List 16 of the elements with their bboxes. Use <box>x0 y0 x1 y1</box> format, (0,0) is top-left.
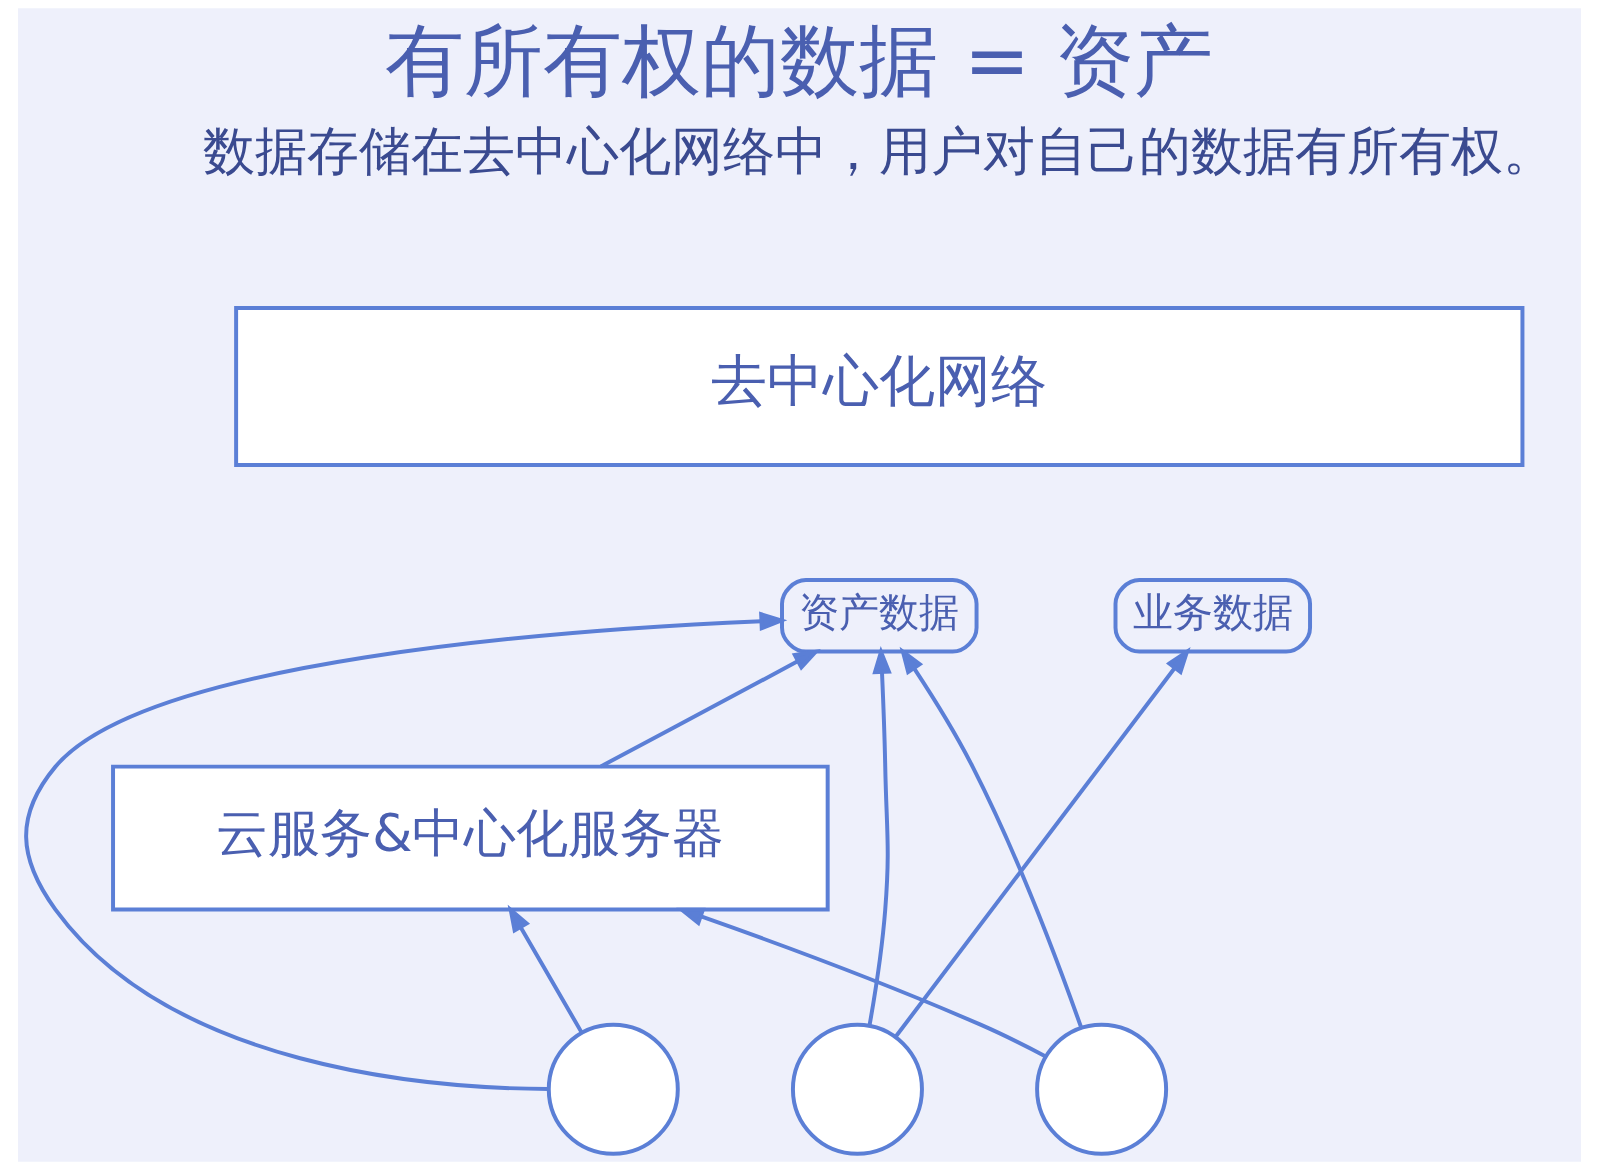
node-circle <box>1034 1022 1168 1156</box>
diagram-title: 有所有权的数据 = 资产 <box>385 13 1213 107</box>
node-box: 云服务&中心化服务器 <box>110 764 830 912</box>
arrow <box>899 646 1083 1029</box>
node-circle <box>546 1022 680 1156</box>
arrow <box>24 611 787 1091</box>
node-circle <box>790 1022 924 1156</box>
label: 数据存储在去中心化网络中，用户对自己的数据有所有权。 <box>202 120 1555 181</box>
arrow <box>893 647 1191 1039</box>
node-box: 去中心化网络 <box>233 306 1524 467</box>
node-box: 业务数据 <box>1113 578 1312 654</box>
arrow <box>675 907 1047 1059</box>
node-box: 资产数据 <box>779 578 979 654</box>
arrow <box>507 904 583 1034</box>
arrow <box>867 646 892 1026</box>
arrow <box>599 648 821 769</box>
